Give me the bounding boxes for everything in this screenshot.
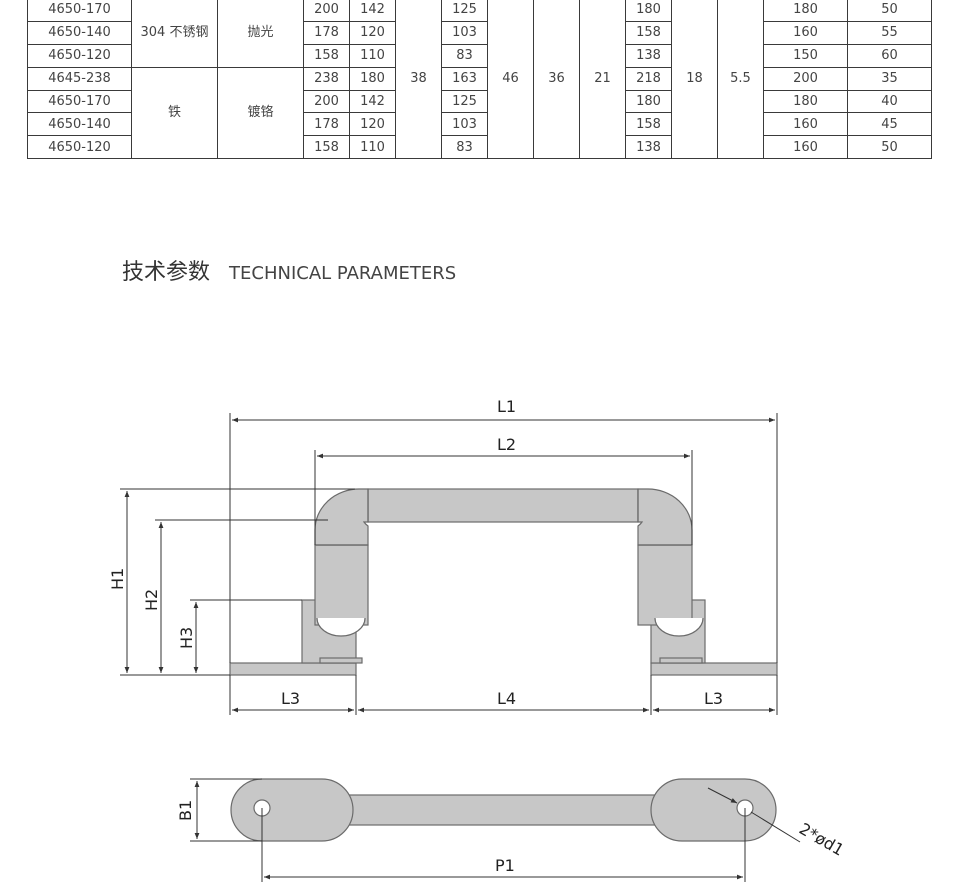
model-cell: 4650-120 — [27, 135, 132, 160]
leg-right — [637, 544, 693, 626]
top-bar — [367, 488, 639, 523]
label-l2: L2 — [497, 435, 516, 454]
table-row: 4650-120 158 110 83 138 160 50 — [27, 135, 932, 160]
label-l3-left: L3 — [281, 689, 300, 708]
dimension-lines-top — [190, 778, 801, 882]
corner-left — [314, 488, 369, 546]
label-h1: H1 — [108, 568, 127, 590]
top-view-pad-right — [650, 778, 777, 842]
leg-left — [314, 544, 369, 626]
corner-right — [637, 488, 693, 546]
table-cell: 125 — [441, 89, 488, 114]
table-row: 4645-238 铁 镀铬 238 180 163 218 200 35 — [27, 66, 932, 160]
table-cell: 158 — [625, 20, 672, 45]
top-view-pad-left — [230, 778, 354, 842]
base-plate-left — [229, 662, 357, 676]
section-title-cn: 技术参数 — [122, 260, 211, 285]
label-l3-right: L3 — [704, 689, 723, 708]
label-h3: H3 — [177, 627, 196, 649]
table-cell: 83 — [441, 135, 488, 160]
table-cell: 160 — [763, 135, 848, 160]
table-row: 4650-170 304 不锈钢 抛光 200 142 38 125 46 36… — [27, 0, 932, 160]
table-cell: 103 — [441, 112, 488, 137]
spec-table: 4650-170 304 不锈钢 抛光 200 142 38 125 46 36… — [27, 0, 932, 160]
handle-front-view — [229, 488, 778, 676]
material-cell: 304 不锈钢 — [131, 0, 218, 68]
table-cell: 5.5 — [717, 0, 764, 160]
label-p1: P1 — [495, 856, 515, 875]
table-cell: 45 — [847, 112, 932, 137]
table-cell: 180 — [625, 0, 672, 22]
table-row: 4650-140 178 120 103 158 160 55 — [27, 20, 932, 45]
base-plate-right — [650, 662, 778, 676]
table-cell: 218 — [625, 66, 672, 91]
dimension-lines-front — [120, 413, 778, 715]
table-cell: 46 — [487, 0, 534, 160]
model-cell: 4650-120 — [27, 43, 132, 68]
table-cell: 36 — [533, 0, 580, 160]
finish-cell: 镀铬 — [217, 66, 304, 160]
top-view-bar — [344, 794, 664, 826]
table-cell: 110 — [349, 135, 396, 160]
label-holes: 2*ød1 — [796, 819, 847, 860]
table-cell: 180 — [763, 0, 848, 22]
label-h2: H2 — [142, 589, 161, 611]
table-cell: 160 — [763, 20, 848, 45]
model-cell: 4650-140 — [27, 20, 132, 45]
table-cell: 18 — [671, 0, 718, 160]
model-cell: 4650-170 — [27, 0, 132, 22]
label-l1: L1 — [497, 397, 516, 416]
label-b1: B1 — [176, 800, 195, 821]
table-cell: 138 — [625, 43, 672, 68]
table-cell: 163 — [441, 66, 488, 91]
table-cell: 200 — [763, 66, 848, 91]
table-cell: 50 — [847, 135, 932, 160]
section-title: 技术参数 TECHNICAL PARAMETERS — [122, 254, 456, 286]
table-row: 4650-140 178 120 103 158 160 45 — [27, 112, 932, 137]
table-cell: 138 — [625, 135, 672, 160]
section-title-en: TECHNICAL PARAMETERS — [229, 263, 457, 284]
handle-top-view — [230, 778, 777, 842]
label-l4: L4 — [497, 689, 516, 708]
